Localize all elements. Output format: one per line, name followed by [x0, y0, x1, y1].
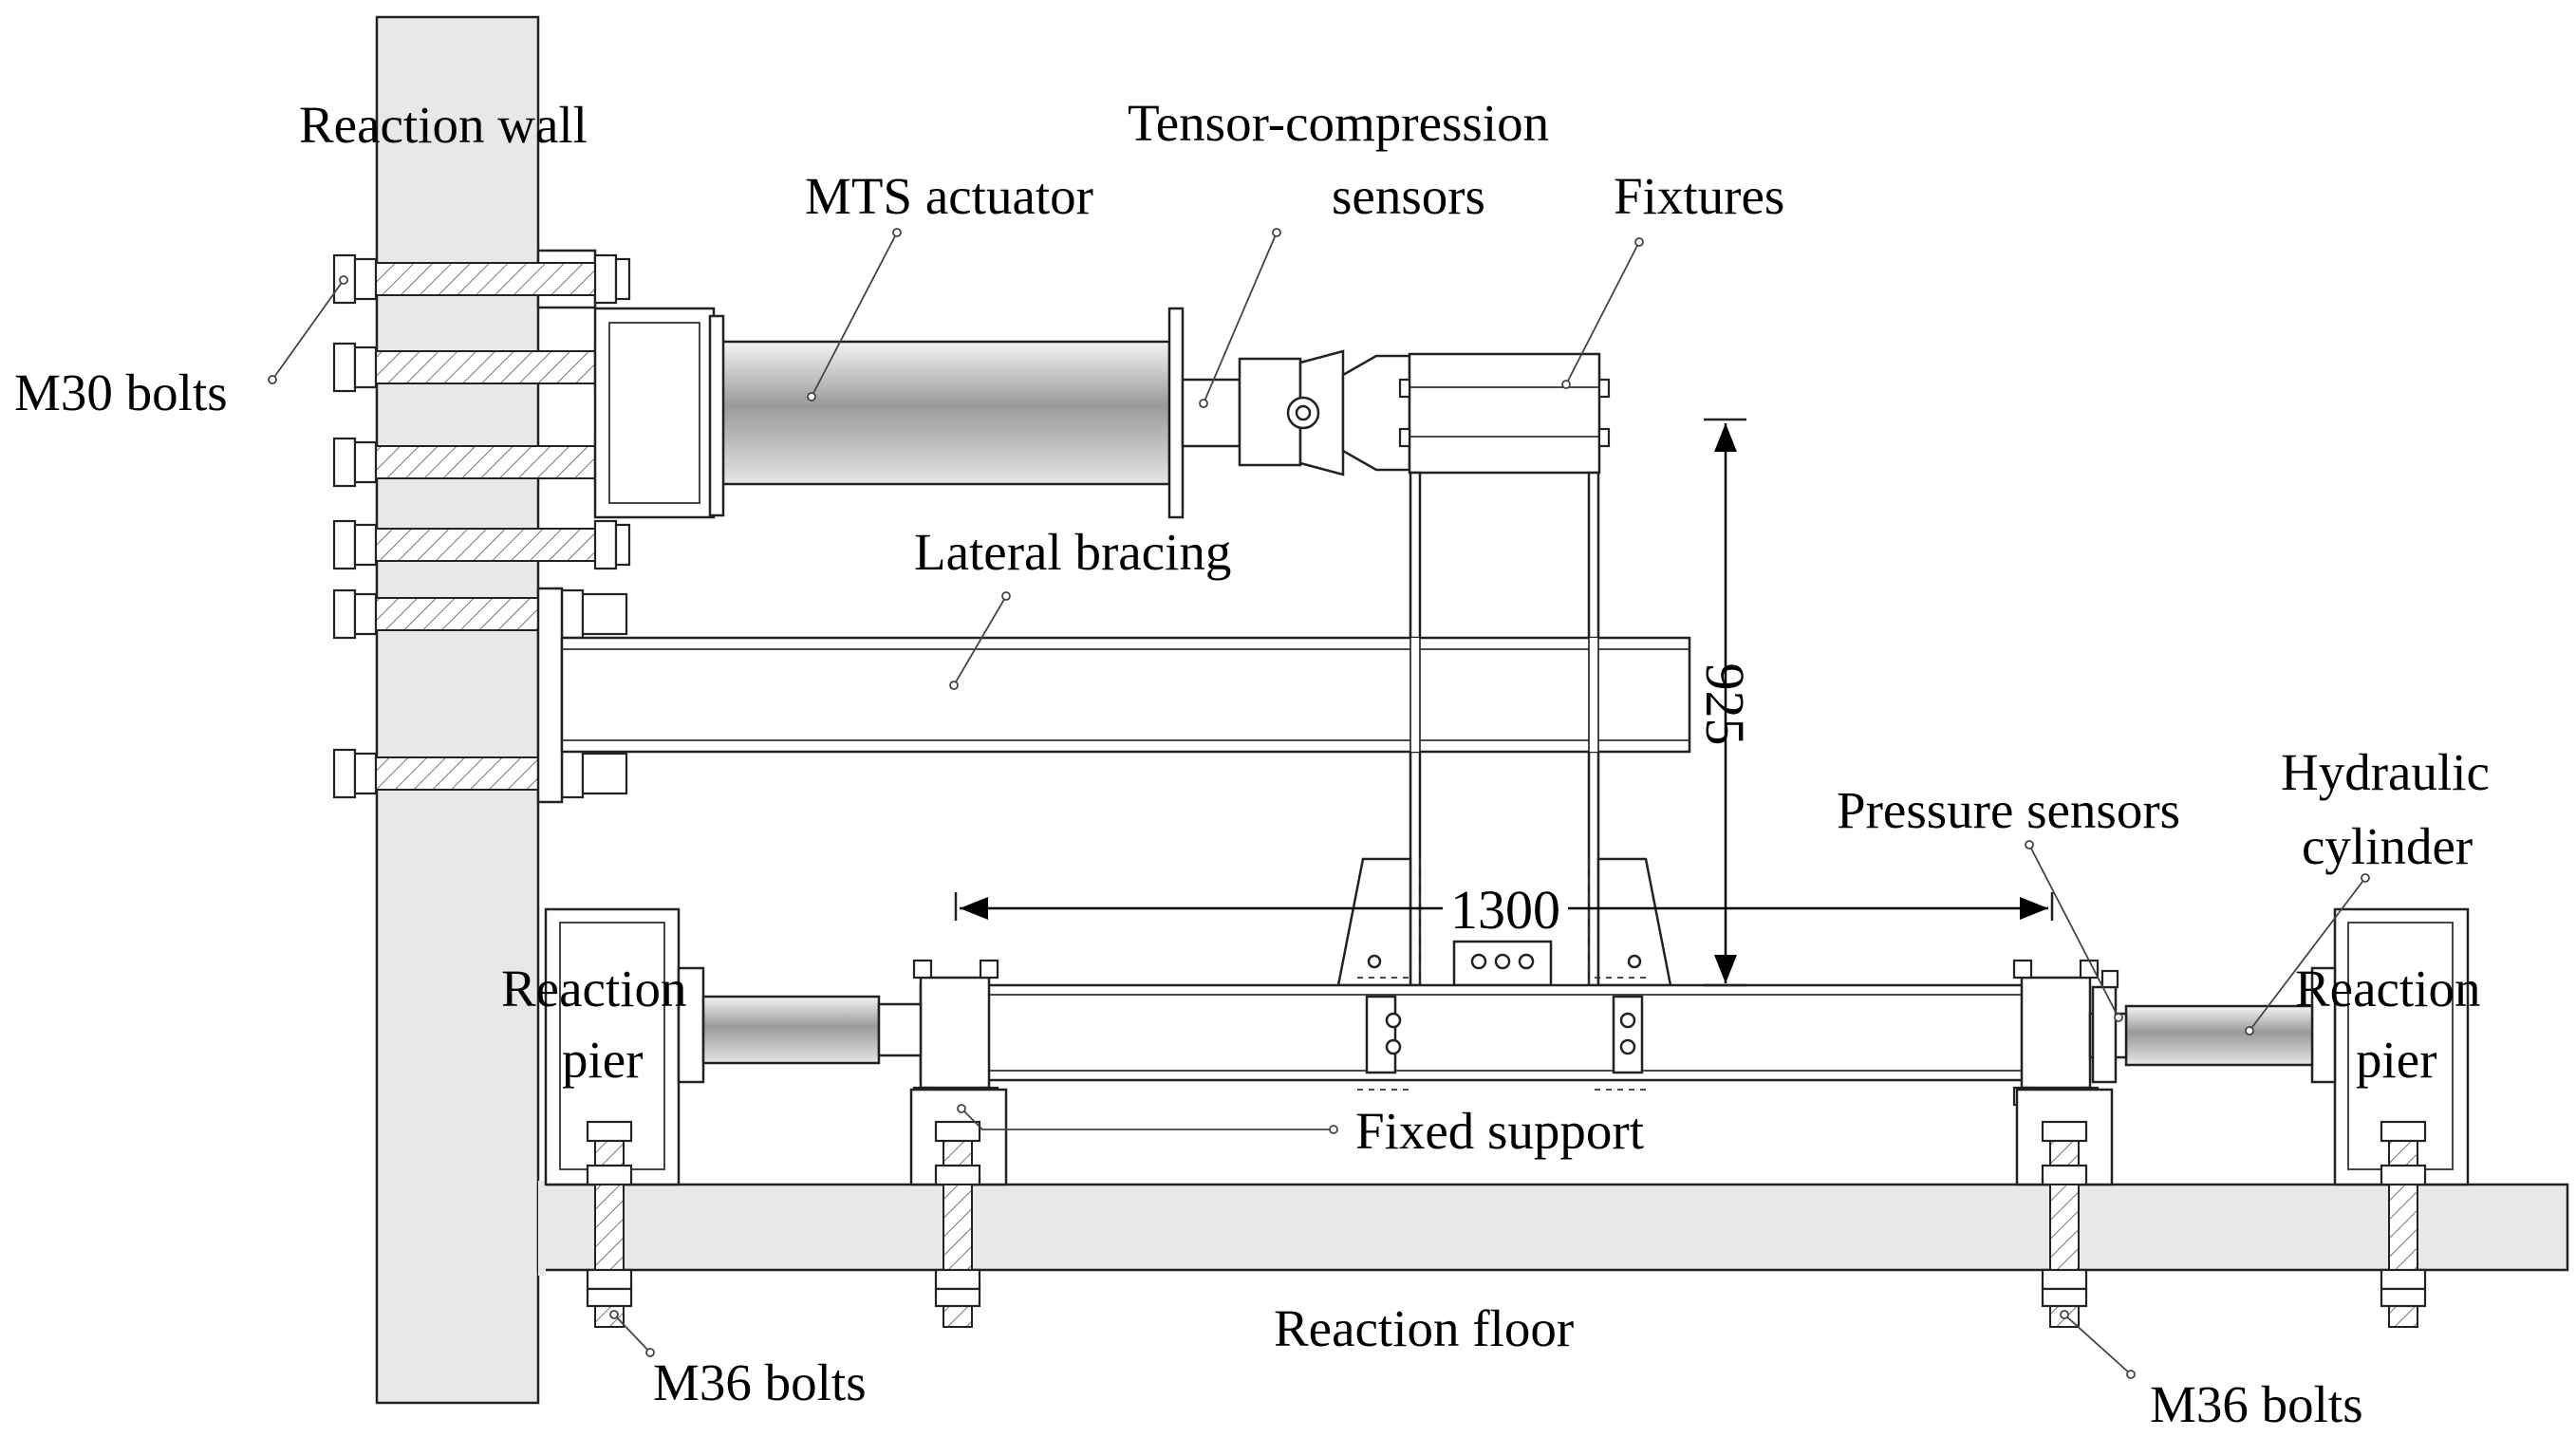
- label-reaction-pier-right-line1: Reaction: [2295, 960, 2480, 1017]
- pressure-sensor: [2091, 969, 2119, 1084]
- fixed-support-left: [909, 1088, 1008, 1186]
- m30-bolt: [332, 748, 628, 799]
- m36-bolt: [2380, 1120, 2427, 1328]
- labels: Reaction wall MTS actuator Tensor-compre…: [14, 94, 2490, 1433]
- label-reaction-pier-left-line2: pier: [562, 1031, 644, 1089]
- fixed-support-right: [2015, 1088, 2114, 1186]
- dimension-1300-label: 1300: [1450, 879, 1560, 941]
- label-reaction-pier-left-line1: Reaction: [501, 960, 686, 1017]
- label-m36-bolts-right: M36 bolts: [2150, 1375, 2363, 1433]
- dimension-vertical: 925: [1694, 418, 1756, 987]
- reaction-wall: [375, 15, 540, 1405]
- label-mts-actuator: MTS actuator: [805, 167, 1093, 225]
- m30-bolt: [332, 588, 628, 640]
- hydraulic-cylinder-right: [2088, 1004, 2314, 1067]
- m30-bolt-group: [332, 249, 631, 799]
- fixtures: [1398, 352, 1611, 475]
- m36-bolt: [586, 1120, 633, 1328]
- lateral-bracing: [536, 587, 1691, 804]
- label-hydraulic-line2: cylinder: [2302, 817, 2473, 875]
- label-m36-bolts-left: M36 bolts: [653, 1353, 867, 1411]
- label-pressure-sensors: Pressure sensors: [1837, 781, 2180, 839]
- label-reaction-pier-right-line2: pier: [2356, 1031, 2437, 1089]
- column-base-gussets: [1336, 857, 1672, 987]
- label-tensor-compression-line2: sensors: [1332, 167, 1485, 225]
- label-lateral-bracing: Lateral bracing: [914, 523, 1231, 581]
- actuator-mount-bracket: [593, 307, 716, 519]
- m30-bolt: [332, 437, 631, 488]
- label-hydraulic-line1: Hydraulic: [2281, 743, 2490, 801]
- dimension-925-label: 925: [1694, 663, 1756, 746]
- label-m30-bolts: M30 bolts: [14, 364, 228, 421]
- dimension-horizontal: 1300: [954, 879, 2054, 941]
- label-fixtures: Fixtures: [1614, 167, 1784, 225]
- m30-bolt: [332, 253, 631, 305]
- leader-lines: [268, 228, 2370, 1379]
- mts-actuator: [708, 307, 1411, 519]
- label-reaction-wall: Reaction wall: [299, 96, 588, 154]
- label-fixed-support: Fixed support: [1355, 1102, 1644, 1160]
- m30-bolt: [332, 342, 631, 393]
- hydraulic-cylinder-left: [701, 995, 923, 1065]
- foundation-beam: [912, 959, 2100, 1107]
- m36-bolt: [934, 1184, 981, 1328]
- label-reaction-floor: Reaction floor: [1274, 1299, 1574, 1357]
- reaction-floor: [536, 1181, 2569, 1276]
- m30-bolt: [332, 519, 631, 570]
- m36-bolt: [2041, 1184, 2088, 1328]
- label-tensor-compression-line1: Tensor-compression: [1128, 94, 1549, 152]
